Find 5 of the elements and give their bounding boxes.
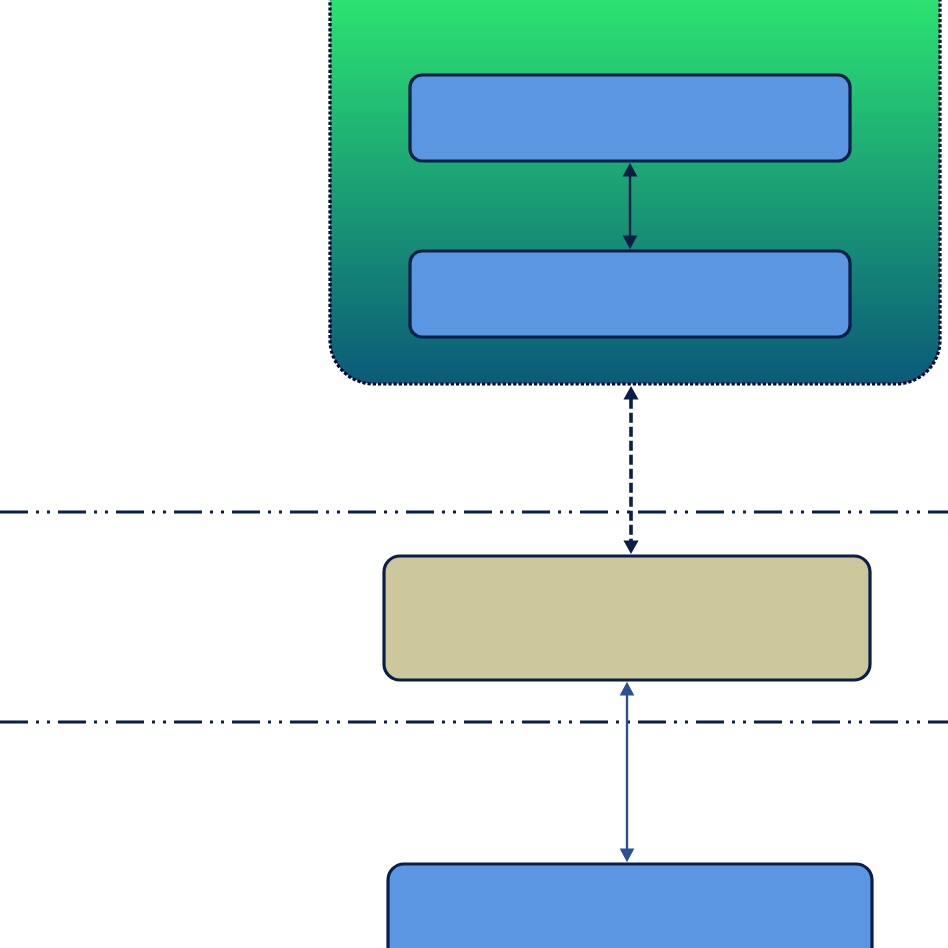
process-box [382,554,872,682]
container-box [328,0,942,386]
process-box [386,862,874,948]
process-box [408,73,852,163]
process-box [408,249,852,339]
